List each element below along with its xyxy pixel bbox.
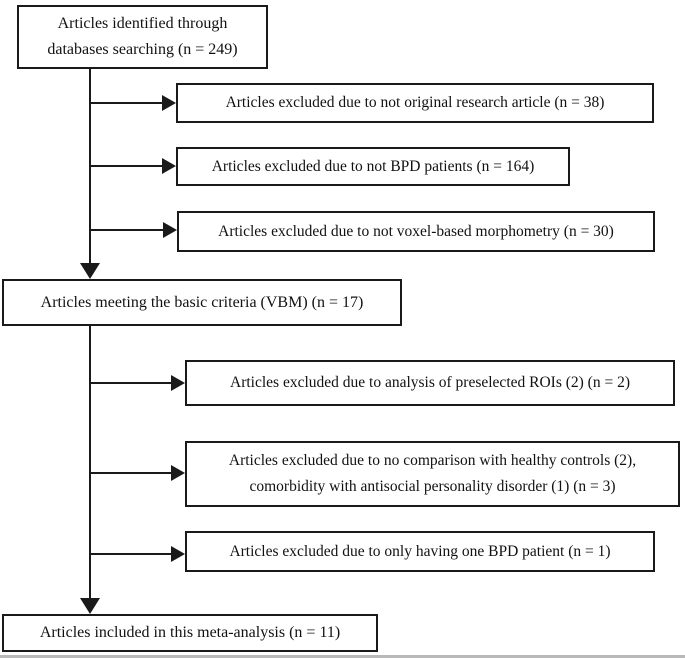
- box-identified-line2: databases searching (n = 249): [47, 41, 238, 58]
- flowchart-box-meeting-criteria: Articles meeting the basic criteria (VBM…: [2, 279, 402, 326]
- arrowhead-right-icon: [162, 158, 176, 174]
- box-identified-line1: Articles identified through: [57, 15, 228, 32]
- flowchart-box-included: Articles included in this meta-analysis …: [2, 614, 378, 652]
- arrowhead-right-icon: [171, 465, 185, 481]
- connector-branch-line-2: [89, 165, 164, 167]
- box-excluded-no-comparison-line1: Articles excluded due to no comparison w…: [228, 452, 637, 469]
- flowchart-box-identified: Articles identified through databases se…: [17, 5, 268, 69]
- connector-branch-line-3: [89, 229, 165, 231]
- connector-branch-line-6: [89, 553, 171, 555]
- box-excluded-not-original-text: Articles excluded due to not original re…: [225, 94, 605, 111]
- flowchart-box-excluded-not-bpd: Articles excluded due to not BPD patient…: [176, 147, 570, 186]
- arrowhead-right-icon: [171, 546, 185, 562]
- arrowhead-right-icon: [171, 375, 185, 391]
- connector-branch-line-5: [89, 472, 171, 474]
- box-excluded-preselected-rois-text: Articles excluded due to analysis of pre…: [230, 374, 630, 391]
- connector-vertical-line-upper: [89, 69, 91, 265]
- arrowhead-down-icon: [80, 598, 100, 614]
- box-excluded-one-patient-text: Articles excluded due to only having one…: [229, 542, 611, 560]
- flowchart-box-excluded-one-patient: Articles excluded due to only having one…: [185, 531, 655, 572]
- flowchart-box-excluded-no-comparison: Articles excluded due to no comparison w…: [185, 441, 680, 507]
- figure-bottom-rule: [0, 655, 685, 658]
- flowchart-box-excluded-preselected-rois: Articles excluded due to analysis of pre…: [185, 360, 675, 406]
- box-excluded-not-bpd-text: Articles excluded due to not BPD patient…: [211, 157, 535, 175]
- box-included-text: Articles included in this meta-analysis …: [39, 624, 341, 641]
- arrowhead-right-icon: [163, 222, 177, 238]
- connector-branch-line-1: [89, 102, 164, 104]
- arrowhead-right-icon: [162, 95, 176, 111]
- box-meeting-criteria-text: Articles meeting the basic criteria (VBM…: [40, 293, 364, 311]
- flowchart-box-excluded-not-vbm: Articles excluded due to not voxel-based…: [177, 211, 655, 252]
- connector-branch-line-4: [89, 382, 171, 384]
- box-excluded-not-vbm-text: Articles excluded due to not voxel-based…: [218, 222, 614, 240]
- connector-vertical-line-lower: [89, 326, 91, 598]
- flowchart-box-excluded-not-original: Articles excluded due to not original re…: [176, 83, 654, 123]
- arrowhead-down-icon: [80, 263, 100, 279]
- box-excluded-no-comparison-line2: comorbidity with antisocial personality …: [249, 478, 616, 495]
